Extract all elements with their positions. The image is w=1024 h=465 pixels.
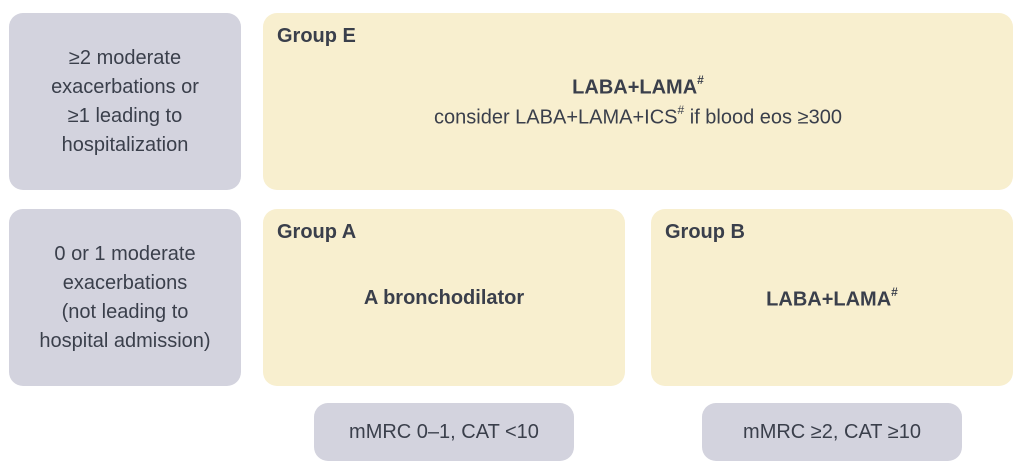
row-label-line: exacerbations (62, 271, 188, 294)
group-b-title: Group B (665, 221, 745, 243)
group-e-secondary-condition: if blood eos ≥300 (684, 106, 842, 129)
row-label-low-exacerbations: 0 or 1 moderate exacerbations (not leadi… (9, 209, 241, 386)
group-e-secondary-text: consider LABA+LAMA+ICS (434, 106, 678, 129)
row-label-line: hospital admission) (39, 329, 211, 352)
footnote-marker: # (677, 103, 685, 117)
footnote-marker: # (697, 73, 704, 87)
group-b-box: Group B LABA+LAMA# (651, 209, 1013, 386)
group-a-box: Group A A bronchodilator (263, 209, 625, 386)
group-e-box: Group E LABA+LAMA# consider LABA+LAMA+IC… (263, 13, 1013, 190)
row-label-line: exacerbations or (51, 75, 199, 98)
row-label-line: ≥1 leading to (67, 104, 183, 127)
group-e-secondary-recommendation: consider LABA+LAMA+ICS# if blood eos ≥30… (263, 103, 1013, 130)
row-label-high-exacerbations: ≥2 moderate exacerbations or ≥1 leading … (9, 13, 241, 190)
footnote-marker: # (891, 285, 898, 299)
group-e-main-text: LABA+LAMA (572, 76, 698, 99)
group-e-title: Group E (277, 25, 356, 47)
group-b-main-recommendation: LABA+LAMA# (651, 285, 1013, 312)
group-a-main-recommendation: A bronchodilator (363, 287, 525, 309)
row-label-line: hospitalization (61, 133, 189, 156)
group-e-main-recommendation: LABA+LAMA# (263, 73, 1013, 100)
group-b-main-text: LABA+LAMA (766, 288, 892, 311)
column-label-low-symptoms: mMRC 0–1, CAT <10 (314, 403, 574, 461)
column-label-high-symptoms: mMRC ≥2, CAT ≥10 (702, 403, 962, 461)
row-label-line: ≥2 moderate (68, 46, 182, 69)
row-label-line: (not leading to (61, 300, 189, 323)
group-a-title: Group A (277, 221, 357, 243)
row-label-line: 0 or 1 moderate (54, 242, 196, 265)
